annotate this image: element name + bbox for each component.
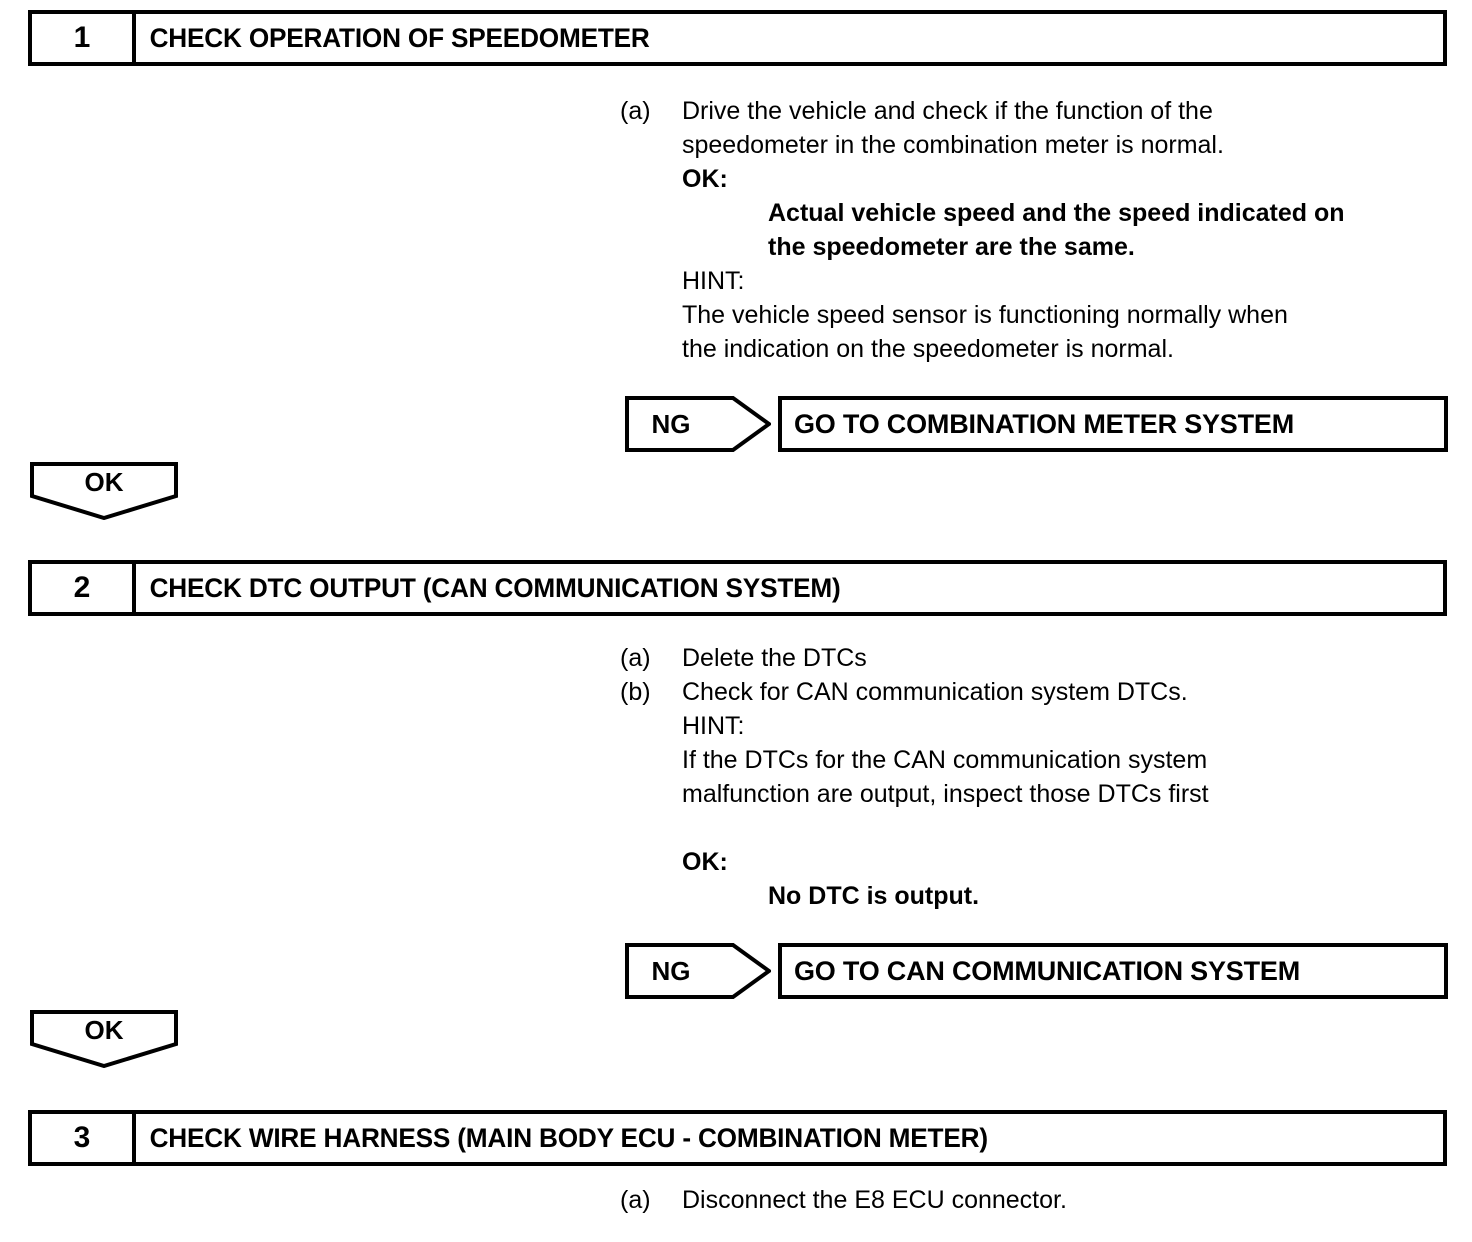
step-title-3: CHECK WIRE HARNESS (MAIN BODY ECU - COMB… xyxy=(149,1122,988,1153)
instruction-text: malfunction are output, inspect those DT… xyxy=(682,780,1209,808)
instruction-text: OK: xyxy=(682,165,728,193)
instruction-text: Delete the DTCs xyxy=(682,644,867,672)
step-instructions-1: (a) Drive the vehicle and check if the f… xyxy=(620,94,1450,366)
instruction-text: Drive the vehicle and check if the funct… xyxy=(682,97,1213,125)
ok-down-arrow-icon xyxy=(30,462,178,520)
step-instructions-3: (a) Disconnect the E8 ECU connector. xyxy=(620,1183,1450,1217)
instruction-spacer xyxy=(620,811,1450,845)
instruction-marker: (a) xyxy=(620,1186,651,1214)
instruction-text: The vehicle speed sensor is functioning … xyxy=(682,301,1288,329)
ng-branch-2: NG GO TO CAN COMMUNICATION SYSTEM xyxy=(625,943,1448,999)
step-number-3: 3 xyxy=(32,1114,136,1162)
ng-result-label: GO TO COMBINATION METER SYSTEM xyxy=(794,408,1295,439)
ok-down-arrow-icon xyxy=(30,1010,178,1068)
instruction-line-hint-label: HINT: xyxy=(620,709,1450,743)
instruction-text: Check for CAN communication system DTCs. xyxy=(682,678,1188,706)
instruction-line-ok-label: OK: xyxy=(620,845,1450,879)
ng-badge-1: NG xyxy=(625,396,771,452)
instruction-line-ok-detail: Actual vehicle speed and the speed indic… xyxy=(620,196,1450,230)
instruction-line-hint: the indication on the speedometer is nor… xyxy=(620,332,1450,366)
step-header-3: 3 CHECK WIRE HARNESS (MAIN BODY ECU - CO… xyxy=(28,1110,1447,1166)
step-instructions-2: (a) Delete the DTCs (b) Check for CAN co… xyxy=(620,641,1450,913)
ng-arrow-icon xyxy=(625,943,771,999)
instruction-line: (a) Disconnect the E8 ECU connector. xyxy=(620,1183,1450,1217)
ng-result-box-1[interactable]: GO TO COMBINATION METER SYSTEM xyxy=(778,396,1448,452)
ng-badge-2: NG xyxy=(625,943,771,999)
instruction-text: speedometer in the combination meter is … xyxy=(682,131,1224,159)
ok-badge-label: OK xyxy=(84,466,124,497)
step-header-2: 2 CHECK DTC OUTPUT (CAN COMMUNICATION SY… xyxy=(28,560,1447,616)
ng-badge-label: NG xyxy=(651,955,691,986)
ng-branch-1: NG GO TO COMBINATION METER SYSTEM xyxy=(625,396,1448,452)
instruction-line-ok-label: OK: xyxy=(620,162,1450,196)
instruction-text: Disconnect the E8 ECU connector. xyxy=(682,1186,1067,1214)
instruction-text: No DTC is output. xyxy=(768,882,980,910)
instruction-text: HINT: xyxy=(682,712,745,740)
step-title-1: CHECK OPERATION OF SPEEDOMETER xyxy=(149,22,650,53)
ng-badge-label: NG xyxy=(651,408,691,439)
instruction-line-hint-label: HINT: xyxy=(620,264,1450,298)
instruction-line: (a) Delete the DTCs xyxy=(620,641,1450,675)
instruction-line-ok-detail: the speedometer are the same. xyxy=(620,230,1450,264)
instruction-line: (b) Check for CAN communication system D… xyxy=(620,675,1450,709)
step-header-1: 1 CHECK OPERATION OF SPEEDOMETER xyxy=(28,10,1447,66)
instruction-line-ok-detail: No DTC is output. xyxy=(620,879,1450,913)
ok-badge-1: OK xyxy=(30,462,178,520)
ng-result-box-2[interactable]: GO TO CAN COMMUNICATION SYSTEM xyxy=(778,943,1448,999)
step-number-1: 1 xyxy=(32,14,136,62)
instruction-text: the speedometer are the same. xyxy=(768,233,1135,261)
instruction-line: (a) Drive the vehicle and check if the f… xyxy=(620,94,1450,128)
instruction-line: speedometer in the combination meter is … xyxy=(620,128,1450,162)
instruction-line-hint: The vehicle speed sensor is functioning … xyxy=(620,298,1450,332)
ok-badge-label: OK xyxy=(84,1014,124,1045)
instruction-text: the indication on the speedometer is nor… xyxy=(682,335,1174,363)
instruction-marker: (a) xyxy=(620,644,651,672)
instruction-text: OK: xyxy=(682,848,728,876)
instruction-text: HINT: xyxy=(682,267,745,295)
step-title-2: CHECK DTC OUTPUT (CAN COMMUNICATION SYST… xyxy=(149,572,841,603)
instruction-text: Actual vehicle speed and the speed indic… xyxy=(768,199,1345,227)
ng-arrow-icon xyxy=(625,396,771,452)
ok-badge-2: OK xyxy=(30,1010,178,1068)
instruction-marker: (b) xyxy=(620,678,651,706)
ng-result-label: GO TO CAN COMMUNICATION SYSTEM xyxy=(794,955,1300,986)
instruction-line-hint: malfunction are output, inspect those DT… xyxy=(620,777,1450,811)
instruction-line-hint: If the DTCs for the CAN communication sy… xyxy=(620,743,1450,777)
instruction-text: If the DTCs for the CAN communication sy… xyxy=(682,746,1208,774)
step-number-2: 2 xyxy=(32,564,136,612)
instruction-marker: (a) xyxy=(620,97,651,125)
